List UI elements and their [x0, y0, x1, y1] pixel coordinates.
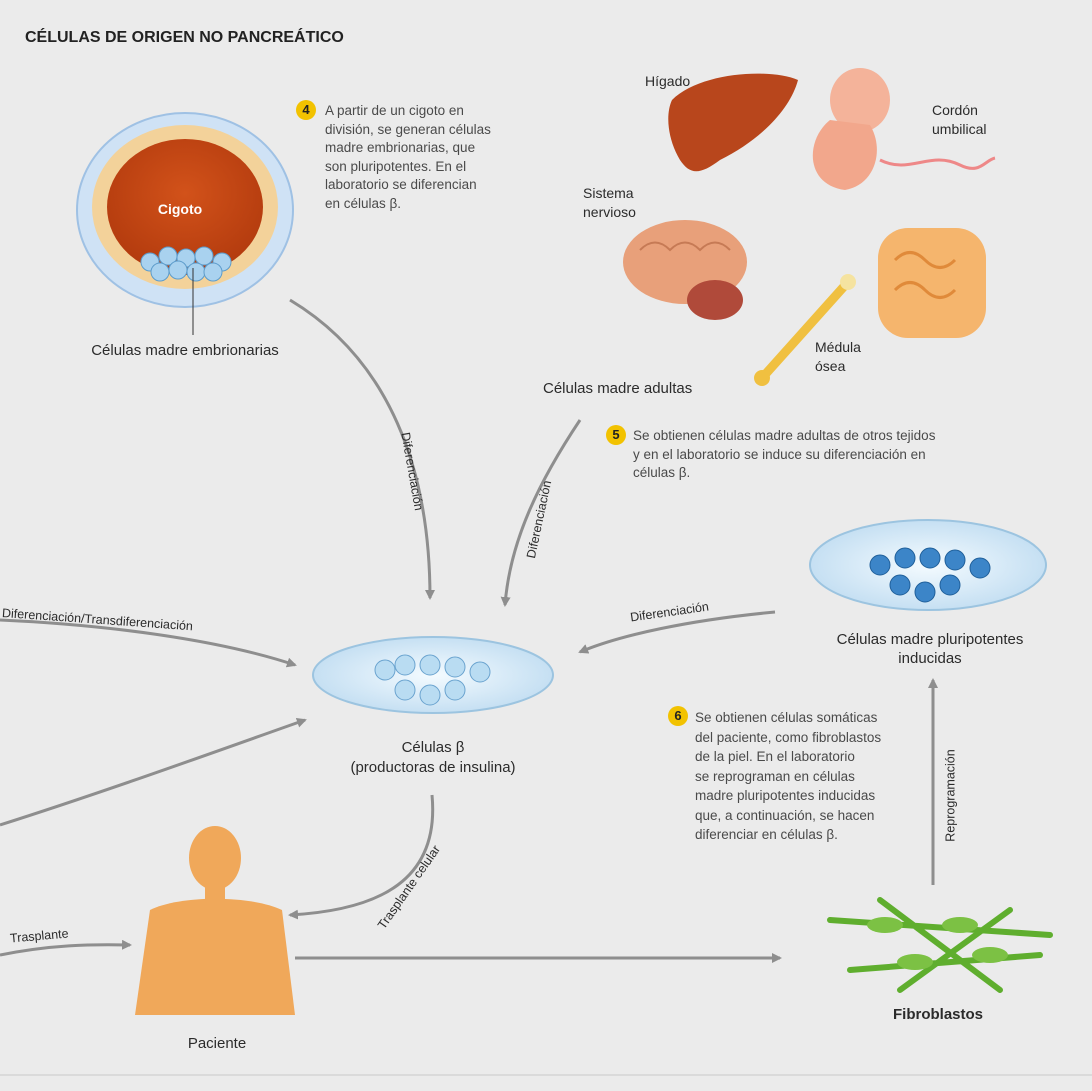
patient-label: Paciente	[187, 1035, 247, 1052]
liver-label: Hígado	[645, 73, 691, 89]
nervous-label-1: Sistema	[583, 185, 634, 201]
flow-arrows	[0, 298, 938, 963]
ips-cells-label-1: Células madre pluripotentes	[836, 631, 1024, 648]
adult-stem-cells-label: Células madre adultas	[543, 380, 693, 397]
intestine-illustration	[878, 228, 986, 338]
fetus-illustration	[812, 68, 996, 190]
page-title: CÉLULAS DE ORIGEN NO PANCREÁTICO	[25, 29, 344, 46]
brain-illustration	[623, 220, 747, 320]
callout-5-badge: 5	[606, 425, 626, 445]
fibroblasts-label: Fibroblastos	[892, 1006, 984, 1023]
embryonic-stem-cells-label: Células madre embrionarias	[91, 342, 279, 359]
beta-cells-label: Células β	[401, 739, 465, 756]
bone-illustration	[754, 274, 856, 386]
zygote-illustration	[76, 112, 294, 335]
umbilical-label-1: Cordón	[932, 102, 978, 118]
callout-5-text: Se obtienen células madre adultas de otr…	[633, 428, 936, 480]
umbilical-label-2: umbilical	[932, 121, 987, 137]
marrow-label-1: Médula	[815, 339, 861, 355]
beta-cells-dish	[312, 636, 554, 714]
callout-4-badge: 4	[296, 100, 316, 120]
liver-illustration	[668, 73, 798, 172]
nervous-label-2: nervioso	[583, 204, 636, 220]
patient-illustration	[135, 826, 295, 1015]
ips-cells-label-2: inducidas	[898, 650, 962, 667]
zygote-label: Cigoto	[157, 201, 203, 217]
beta-cells-sublabel: (productoras de insulina)	[350, 759, 516, 776]
ips-cells-dish	[809, 519, 1047, 611]
marrow-label-2: ósea	[815, 358, 846, 374]
arrow-label-reprogramming: Reprogramación	[943, 749, 958, 842]
fibroblasts-illustration	[827, 897, 1053, 993]
callout-6-badge: 6	[668, 706, 688, 726]
